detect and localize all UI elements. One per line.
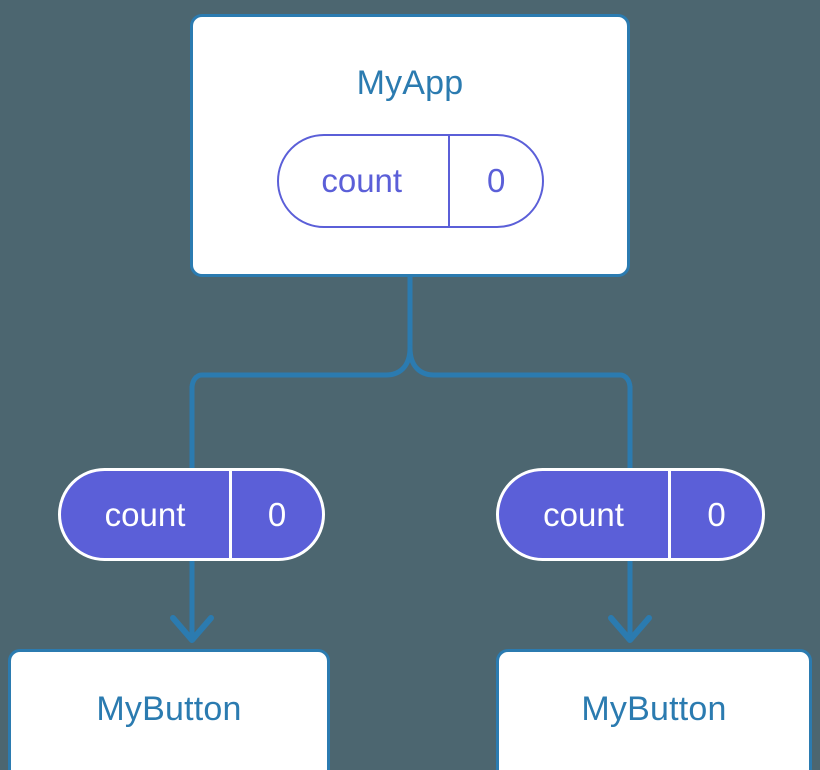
component-name-branch-right: MyButton — [581, 690, 727, 728]
state-pill-root[interactable]: count 0 — [277, 134, 544, 228]
component-box-branch-right[interactable]: MyButton — [496, 649, 812, 770]
connector-fork-left — [189, 345, 413, 391]
state-key-root: count — [321, 162, 403, 199]
arrowhead-left-icon — [170, 615, 214, 643]
component-name-branch-left: MyButton — [96, 690, 242, 728]
component-box-branch-left[interactable]: MyButton — [8, 649, 330, 770]
component-name-root: MyApp — [356, 64, 464, 102]
state-pill-branch-left[interactable]: count 0 — [58, 468, 325, 561]
state-value-root: 0 — [448, 136, 542, 226]
arrowhead-right-icon — [608, 615, 652, 643]
state-key-branch-right: count — [543, 495, 624, 533]
connector-fork-right — [407, 345, 633, 391]
state-value-branch-right: 0 — [668, 471, 762, 558]
component-box-root[interactable]: MyApp — [190, 14, 630, 277]
state-key-branch-left: count — [104, 495, 186, 533]
state-value-branch-left: 0 — [229, 471, 322, 558]
state-pill-branch-right[interactable]: count 0 — [496, 468, 765, 561]
